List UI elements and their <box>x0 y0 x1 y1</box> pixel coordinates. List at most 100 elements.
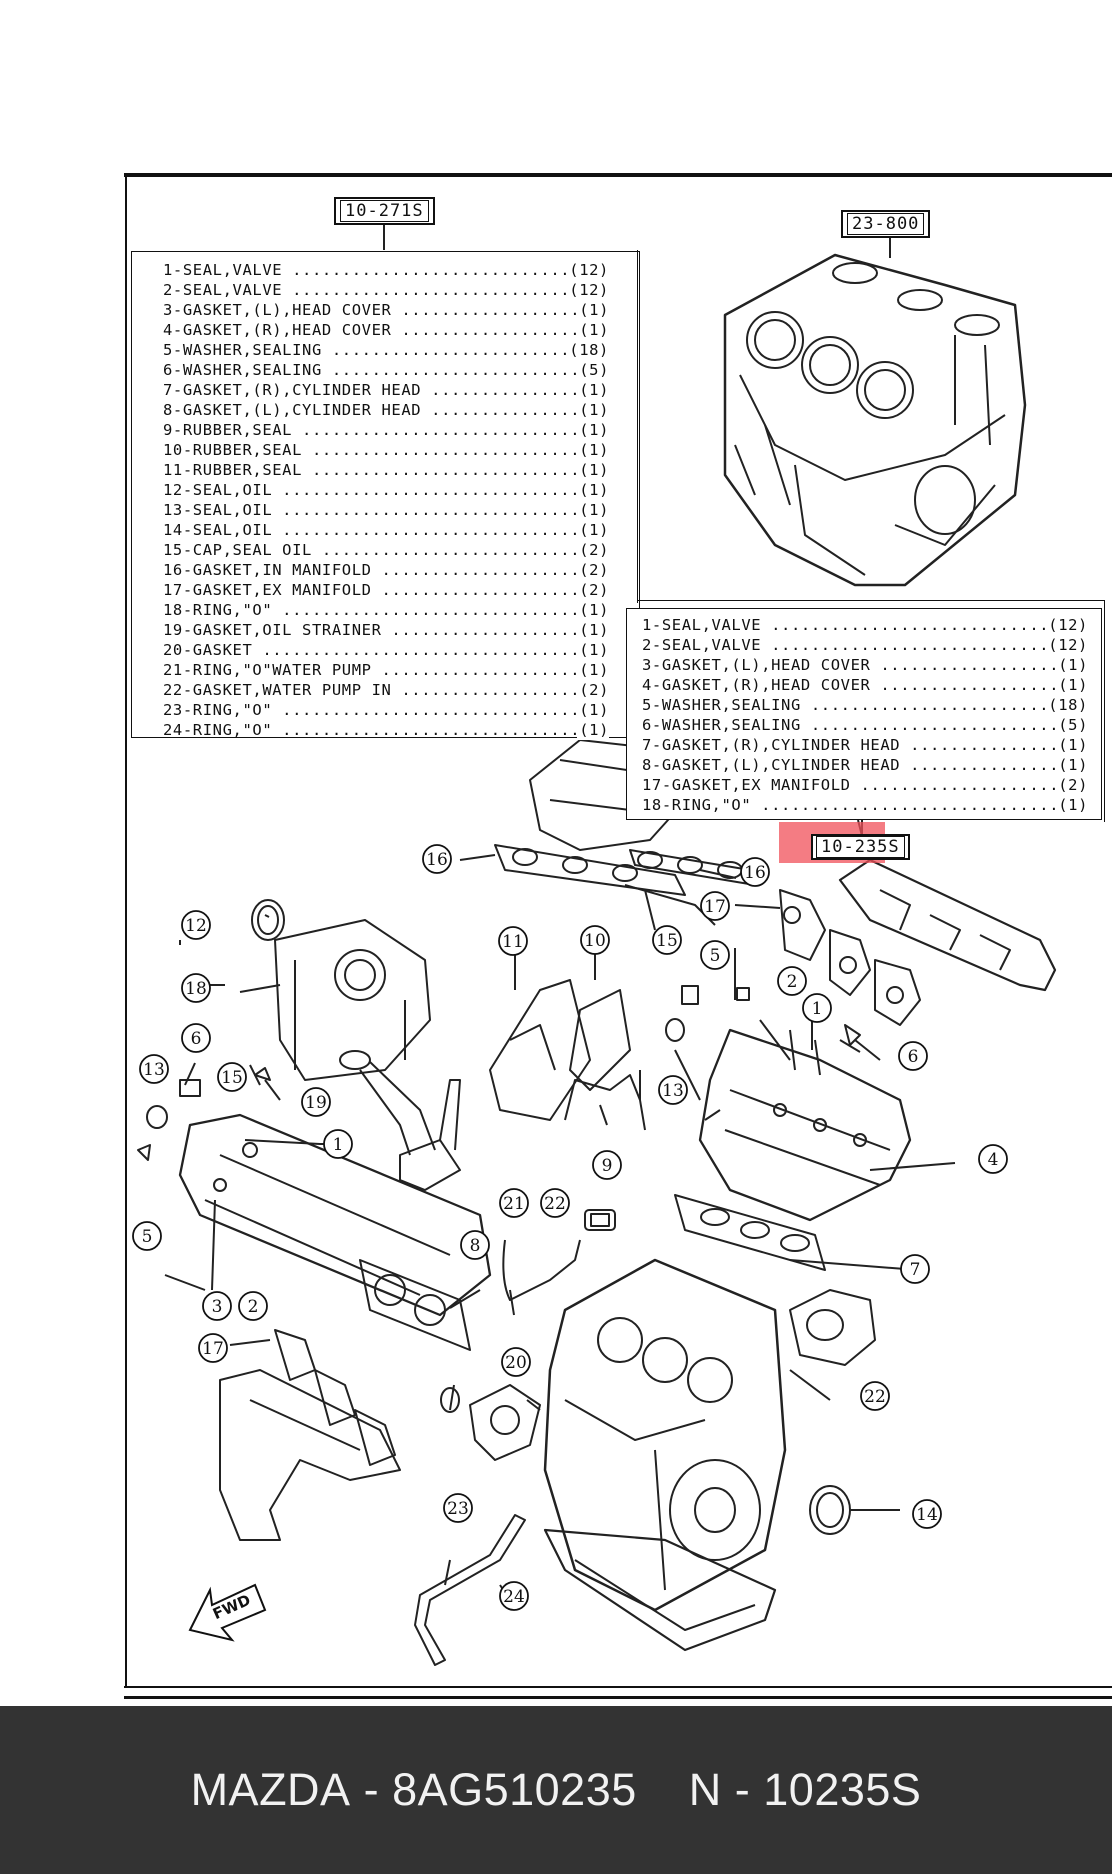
bottom-rule <box>124 1686 1112 1688</box>
callout-circle <box>540 1188 570 1218</box>
intake-gasket-16 <box>494 844 716 931</box>
part-label: 20-GASKET <box>163 640 577 660</box>
callout-circle <box>912 1499 942 1529</box>
part-qty: (1) <box>1056 755 1088 775</box>
partlist-row: 17-GASKET,EX MANIFOLD(2) <box>642 775 1088 795</box>
callout-circle <box>592 1150 622 1180</box>
callout-circle <box>580 925 610 955</box>
exhaust-gasket-17 <box>779 889 921 1026</box>
part-qty: (2) <box>577 540 609 560</box>
oil-seal-14 <box>809 1485 851 1535</box>
part-label: 13-SEAL,OIL <box>163 500 577 520</box>
ref-label: 23-800 <box>847 213 925 235</box>
partlist-row: 24-RING,"O"(1) <box>163 720 609 740</box>
part-label: 8-GASKET,(L),CYLINDER HEAD <box>642 755 1056 775</box>
partlist-row: 18-RING,"O"(1) <box>163 600 609 620</box>
oring-23 <box>440 1387 460 1413</box>
footer-code: N - 10235S <box>688 1764 922 1815</box>
timing-seal-10 <box>569 989 631 1091</box>
part-qty: (1) <box>577 400 609 420</box>
callout-circle <box>202 1291 232 1321</box>
part-label: 22-GASKET,WATER PUMP IN <box>163 680 577 700</box>
callout-number: 5 <box>710 946 721 966</box>
callout-6: 6 <box>898 1041 928 1071</box>
callout-number: 3 <box>212 1297 223 1317</box>
callout-2: 2 <box>777 966 807 996</box>
partlist-row: 20-GASKET(1) <box>163 640 609 660</box>
partlist-row: 6-WASHER,SEALING(5) <box>163 360 609 380</box>
part-label: 17-GASKET,EX MANIFOLD <box>642 775 1056 795</box>
callout-22: 22 <box>860 1381 890 1411</box>
washer-5a <box>736 987 750 1001</box>
part-label: 5-WASHER,SEALING <box>163 340 567 360</box>
callout-23: 23 <box>443 1493 473 1523</box>
part-label: 16-GASKET,IN MANIFOLD <box>163 560 577 580</box>
part-label: 3-GASKET,(L),HEAD COVER <box>163 300 577 320</box>
callout-number: 2 <box>787 972 798 992</box>
callout-number: 19 <box>305 1093 327 1113</box>
part-qty: (12) <box>567 280 609 300</box>
part-qty: (12) <box>1046 615 1088 635</box>
part-label: 12-SEAL,OIL <box>163 480 577 500</box>
partlist-row: 23-RING,"O"(1) <box>163 700 609 720</box>
partlist-row: 5-WASHER,SEALING(18) <box>642 695 1088 715</box>
callout-number: 15 <box>221 1068 243 1088</box>
head-gasket-7 <box>674 1194 826 1271</box>
part-qty: (1) <box>1056 735 1088 755</box>
callout-number: 6 <box>908 1047 919 1067</box>
callout-16: 16 <box>740 857 770 887</box>
partlist-row: 10-RUBBER,SEAL(1) <box>163 440 609 460</box>
part-qty: (1) <box>577 700 609 720</box>
partlist-row: 2-SEAL,VALVE(12) <box>163 280 609 300</box>
callout-circle <box>460 1230 490 1260</box>
callout-number: 15 <box>656 931 678 951</box>
callout-2: 2 <box>238 1291 268 1321</box>
part-qty: (1) <box>577 600 609 620</box>
callout-number: 11 <box>502 932 524 952</box>
part-label: 1-SEAL,VALVE <box>163 260 567 280</box>
partlist-row: 17-GASKET,EX MANIFOLD(2) <box>163 580 609 600</box>
callout-21: 21 <box>499 1188 529 1218</box>
ref-kit-10-271s: 10-271S <box>334 197 435 225</box>
part-qty: (1) <box>577 440 609 460</box>
partlist-row: 3-GASKET,(L),HEAD COVER(1) <box>642 655 1088 675</box>
part-qty: (1) <box>1056 675 1088 695</box>
partlist-row: 1-SEAL,VALVE(12) <box>163 260 609 280</box>
callout-number: 24 <box>503 1587 525 1607</box>
partlist-row: 21-RING,"O"WATER PUMP(1) <box>163 660 609 680</box>
callout-1: 1 <box>323 1129 353 1159</box>
callout-number: 17 <box>704 897 726 917</box>
callout-number: 12 <box>185 916 207 936</box>
part-label: 21-RING,"O"WATER PUMP <box>163 660 577 680</box>
ref-block-23-800: 23-800 <box>841 210 931 238</box>
part-qty: (1) <box>577 480 609 500</box>
callout-circle <box>498 926 528 956</box>
callout-circle <box>181 973 211 1003</box>
cylinder-head-right <box>698 1028 912 1222</box>
part-label: 18-RING,"O" <box>163 600 577 620</box>
callout-circle <box>132 1221 162 1251</box>
partlist-row: 8-GASKET,(L),CYLINDER HEAD(1) <box>163 400 609 420</box>
part-label: 10-RUBBER,SEAL <box>163 440 577 460</box>
callout-number: 10 <box>584 931 606 951</box>
part-label: 18-RING,"O" <box>642 795 1056 815</box>
cap-15a <box>681 985 699 1005</box>
callout-circle <box>802 993 832 1023</box>
part-label: 2-SEAL,VALVE <box>163 280 567 300</box>
part-qty: (18) <box>1046 695 1088 715</box>
part-qty: (1) <box>577 660 609 680</box>
callout-circle <box>301 1087 331 1117</box>
engine-block <box>543 1258 787 1612</box>
part-qty: (1) <box>1056 795 1088 815</box>
callout-circle <box>700 891 730 921</box>
footer-gap <box>637 1764 689 1816</box>
footer-brand: MAZDA <box>190 1764 351 1815</box>
callout-number: 7 <box>910 1260 921 1280</box>
fwd-arrow <box>188 1583 267 1642</box>
block-frame-top <box>637 250 638 600</box>
callout-circle <box>198 1333 228 1363</box>
callout-circle <box>422 844 452 874</box>
exploded-engine-diagram: 1616171211101552118661315199131452122873… <box>132 222 1057 1666</box>
